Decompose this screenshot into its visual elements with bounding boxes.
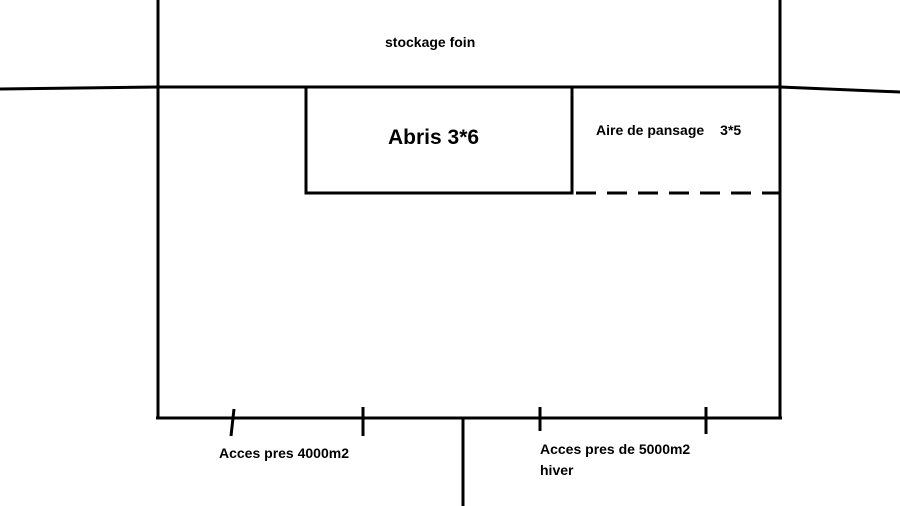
grooming-area-label: Aire de pansage 3*5 bbox=[596, 122, 741, 138]
shelter-box bbox=[304, 85, 574, 195]
grooming-area-size: 3*5 bbox=[720, 122, 742, 138]
access-1-tick-left bbox=[229, 408, 236, 437]
shelter-label: Abris 3*6 bbox=[388, 126, 480, 149]
dividing-line-left bbox=[0, 85, 159, 91]
dividing-line-right bbox=[779, 85, 900, 94]
access-2-label-line-1: Acces pres de 5000m2 bbox=[540, 441, 691, 457]
access-2-label: Acces pres de 5000m2 hiver bbox=[540, 439, 690, 481]
grooming-area-name: Aire de pansage bbox=[596, 122, 705, 138]
access-1-label: Acces pres 4000m2 bbox=[219, 445, 349, 461]
access-2-label-line-2: hiver bbox=[540, 462, 574, 478]
hay-storage-label: stockage foin bbox=[385, 34, 476, 50]
